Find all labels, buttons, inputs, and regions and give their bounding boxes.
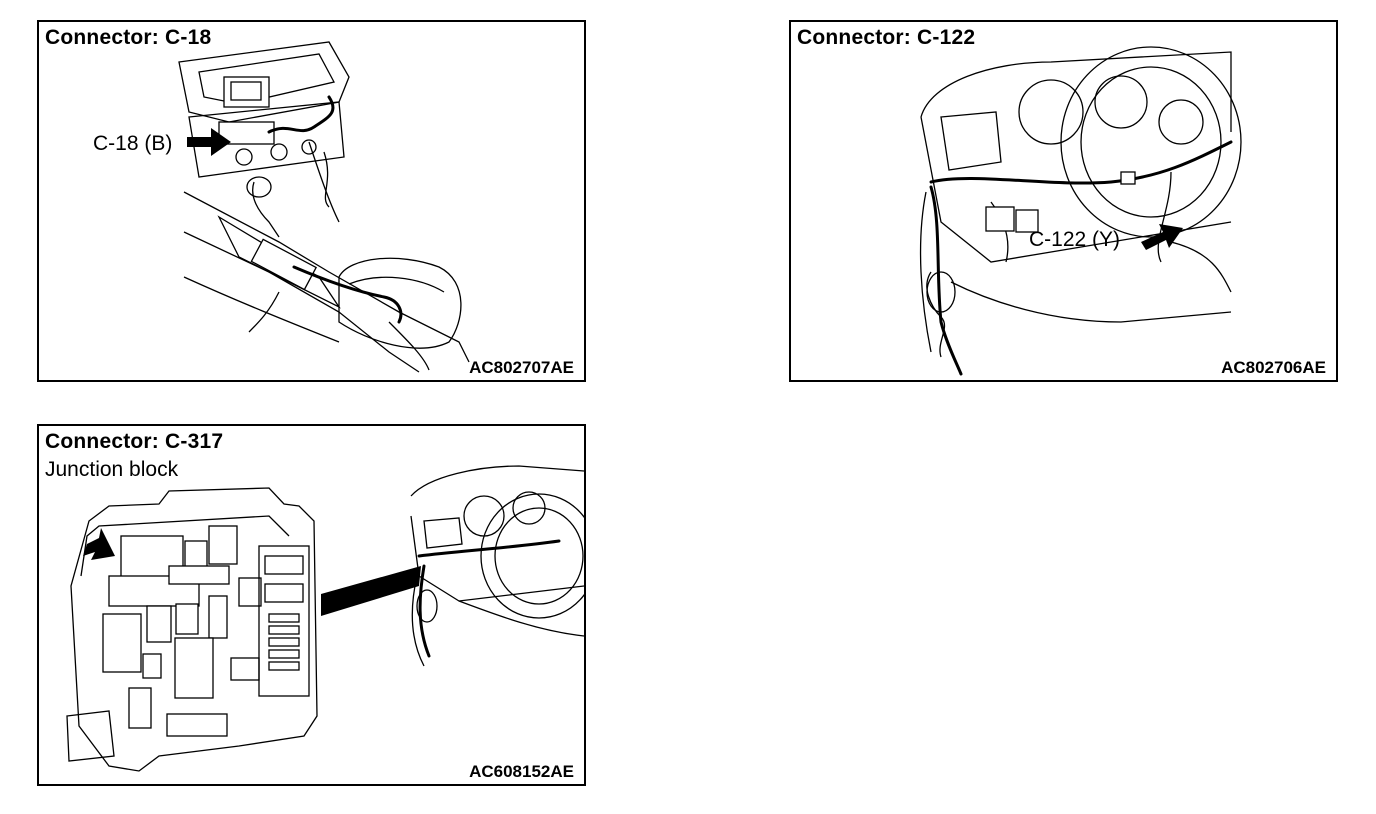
panel-title: Connector: C-18 xyxy=(45,26,212,49)
junction-block-illustration xyxy=(66,465,584,772)
panel-subtitle: Junction block xyxy=(45,458,179,481)
connector-callout-label: C-122 (Y) xyxy=(1029,228,1121,251)
panel-title: Connector: C-317 xyxy=(45,430,224,453)
center-console-illustration xyxy=(178,41,470,373)
connector-callout-label: C-18 (B) xyxy=(93,132,173,156)
diagram-panel-c122: Connector: C-122 C-122 (Y) AC802706AE xyxy=(789,20,1338,382)
dashboard-harness-illustration xyxy=(919,46,1242,376)
diagram-panel-c317: Connector: C-317 Junction block AC608152… xyxy=(37,424,586,786)
figure-code: AC802706AE xyxy=(1221,358,1326,377)
figure-code: AC608152AE xyxy=(469,762,574,781)
panel-title: Connector: C-122 xyxy=(797,26,976,49)
diagram-panel-c18: Connector: C-18 C-18 (B) AC802707AE xyxy=(37,20,586,382)
figure-code: AC802707AE xyxy=(469,358,574,377)
